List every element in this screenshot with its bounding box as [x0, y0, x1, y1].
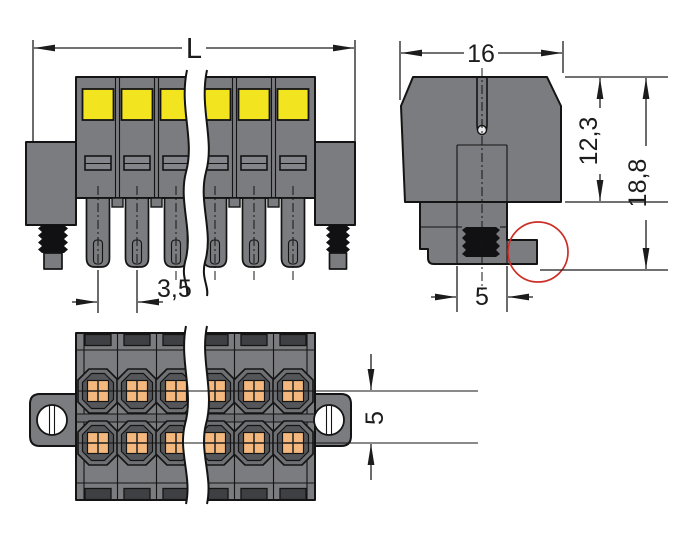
- dim-label-pitch: 3,5: [157, 275, 192, 303]
- dimension-row-spacing: 5: [361, 354, 389, 480]
- break-line: [202, 69, 210, 297]
- screw-tip: [43, 252, 63, 270]
- dim-label-total-height: 18,8: [624, 159, 652, 208]
- screw-hole: [313, 404, 345, 436]
- break-line: [202, 325, 210, 505]
- dimension-pole-pitch: 3,5: [72, 270, 192, 313]
- dimension-total-length: L: [32, 33, 356, 142]
- dim-label-row-spacing: 5: [361, 411, 389, 425]
- dimension-total-height: 18,8: [540, 78, 668, 271]
- bottom-view: 5: [29, 325, 478, 505]
- screw-thread: [38, 225, 68, 253]
- screw-tip: [328, 252, 348, 270]
- fixing-flange-left: [25, 141, 77, 270]
- break-line: [182, 69, 190, 297]
- screw-hole: [36, 404, 68, 436]
- flange-body: [25, 141, 77, 226]
- screw-thread: [326, 225, 350, 253]
- break-line: [181, 325, 189, 505]
- dim-label-upper-height: 12,3: [575, 117, 603, 166]
- dim-label-foot-width: 5: [475, 283, 489, 311]
- front-view: L: [25, 33, 356, 313]
- break-gap: [183, 70, 209, 296]
- dimension-depth: 16: [399, 40, 564, 100]
- mounting-ear-left: [29, 393, 77, 447]
- flange-body: [314, 141, 356, 226]
- break-gap: [182, 326, 209, 504]
- mounting-ear-right: [313, 393, 352, 447]
- fixing-flange-right: [314, 141, 356, 270]
- dimension-upper-height: 12,3: [565, 76, 668, 203]
- dimension-foot-width: 5: [431, 266, 533, 312]
- dim-label-depth: 16: [467, 40, 495, 68]
- dim-label-L: L: [186, 33, 202, 65]
- side-view: 16 12,3 18,: [399, 40, 668, 312]
- highlight-circle: [507, 221, 569, 283]
- screw-thread: [462, 227, 500, 257]
- side-body-upper: [400, 76, 562, 203]
